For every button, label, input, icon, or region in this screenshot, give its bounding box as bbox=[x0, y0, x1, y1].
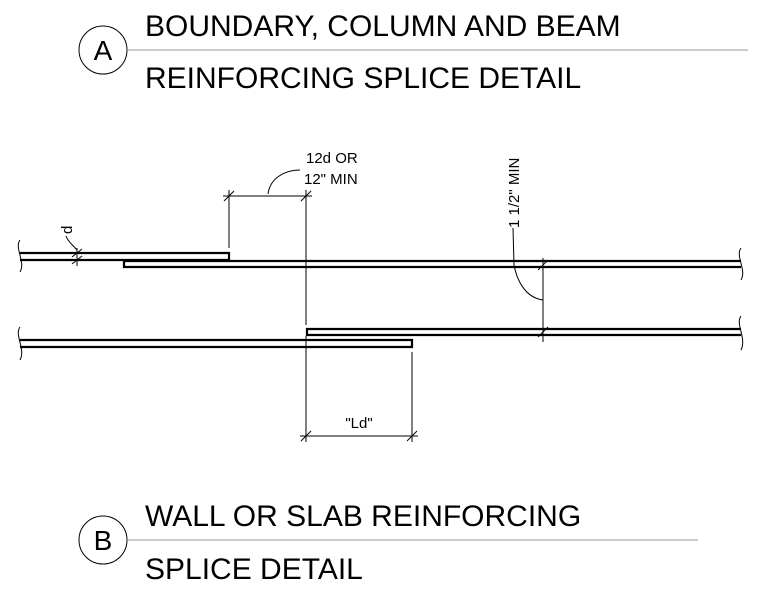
lap-length-dimension: 12d OR 12" MIN bbox=[223, 150, 358, 325]
upper-splice bbox=[17, 239, 744, 281]
bar-diameter-dimension: d bbox=[59, 226, 83, 266]
clear-spacing-label: 1 1/2" MIN bbox=[506, 158, 523, 228]
bar-diameter-label: d bbox=[59, 226, 76, 234]
lower-left-break-mark bbox=[17, 326, 23, 361]
upper-right-break-mark bbox=[738, 247, 744, 281]
development-length-label: "Ld" bbox=[345, 415, 372, 432]
detail-b-tag: B bbox=[94, 525, 113, 556]
development-length-dimension: "Ld" bbox=[300, 336, 418, 442]
lap-tick-left bbox=[223, 190, 235, 202]
lap-length-label-line2: 12" MIN bbox=[304, 171, 358, 188]
lap-tick-right bbox=[300, 190, 312, 202]
lower-right-break-mark bbox=[738, 315, 744, 351]
ld-tick-left bbox=[300, 430, 312, 442]
lap-leader bbox=[267, 169, 301, 195]
upper-bar-right bbox=[122, 259, 741, 269]
detail-a-title-line2: REINFORCING SPLICE DETAIL bbox=[145, 62, 581, 95]
spacing-leader bbox=[512, 227, 544, 301]
lower-bar-left bbox=[20, 338, 414, 349]
diameter-tick-bottom bbox=[71, 255, 83, 265]
lower-splice bbox=[17, 315, 744, 361]
detail-b-title-line2: SPLICE DETAIL bbox=[145, 553, 363, 586]
ld-tick-right bbox=[406, 430, 418, 442]
spacing-tick-bottom bbox=[537, 326, 549, 338]
clear-spacing-dimension: 1 1/2" MIN bbox=[506, 158, 549, 342]
spacing-tick-top bbox=[537, 259, 549, 271]
lower-bar-right bbox=[305, 327, 741, 337]
detail-a-title-line1: BOUNDARY, COLUMN AND BEAM bbox=[145, 10, 621, 43]
detail-a-tag: A bbox=[94, 35, 113, 66]
detail-b-title-line1: WALL OR SLAB REINFORCING bbox=[145, 500, 581, 533]
detail-b-header: B WALL OR SLAB REINFORCING SPLICE DETAIL bbox=[78, 500, 698, 586]
diameter-leader bbox=[65, 235, 78, 251]
detail-a-header: A BOUNDARY, COLUMN AND BEAM REINFORCING … bbox=[78, 10, 748, 95]
upper-bar-left bbox=[20, 251, 231, 262]
diameter-tick-top bbox=[71, 248, 83, 258]
upper-left-break-mark bbox=[17, 239, 23, 273]
lap-length-label-line1: 12d OR bbox=[306, 150, 358, 167]
